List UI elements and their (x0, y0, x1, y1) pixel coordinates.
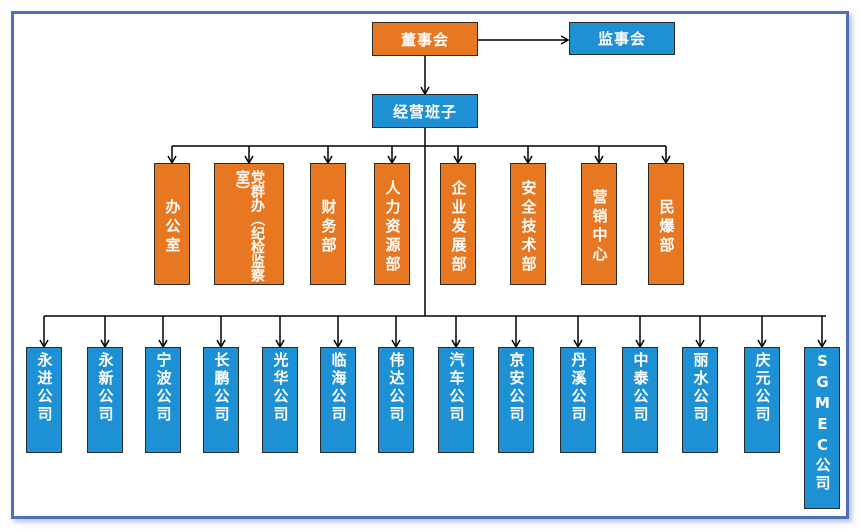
department-box: 党群办（纪检监察室） (214, 163, 284, 285)
subsidiary-company-box: 中泰公司 (622, 347, 658, 453)
supervisors-arrowhead (560, 35, 570, 45)
department-box: 办公室 (154, 163, 190, 285)
subsidiary-company-box: 长鹏公司 (203, 347, 239, 453)
subsidiary-company-box: 光华公司 (262, 347, 298, 453)
subsidiary-company-box: 汽车公司 (438, 347, 474, 453)
subsidiary-company-box: 永新公司 (87, 347, 123, 453)
subsidiary-company-box: SGMEC公司 (804, 347, 840, 509)
department-box: 民爆部 (648, 163, 684, 285)
subsidiary-company-box: 京安公司 (498, 347, 534, 453)
subsidiary-company-box: 宁波公司 (145, 347, 181, 453)
subsidiary-company-box: 丹溪公司 (560, 347, 596, 453)
subsidiary-company-box: 临海公司 (320, 347, 356, 453)
department-box: 安全技术部 (510, 163, 546, 285)
subsidiary-company-box: 永进公司 (26, 347, 62, 453)
department-box: 人力资源部 (374, 163, 410, 285)
board-box: 董事会 (372, 22, 478, 56)
management-box: 经营班子 (372, 94, 478, 128)
subsidiary-company-box: 庆元公司 (744, 347, 780, 453)
supervisory-board-box: 监事会 (569, 22, 675, 55)
subsidiary-company-box: 丽水公司 (682, 347, 718, 453)
subsidiary-company-box: 伟达公司 (378, 347, 414, 453)
department-box: 企业发展部 (440, 163, 476, 285)
department-box: 营销中心 (581, 163, 617, 285)
department-box: 财务部 (310, 163, 346, 285)
